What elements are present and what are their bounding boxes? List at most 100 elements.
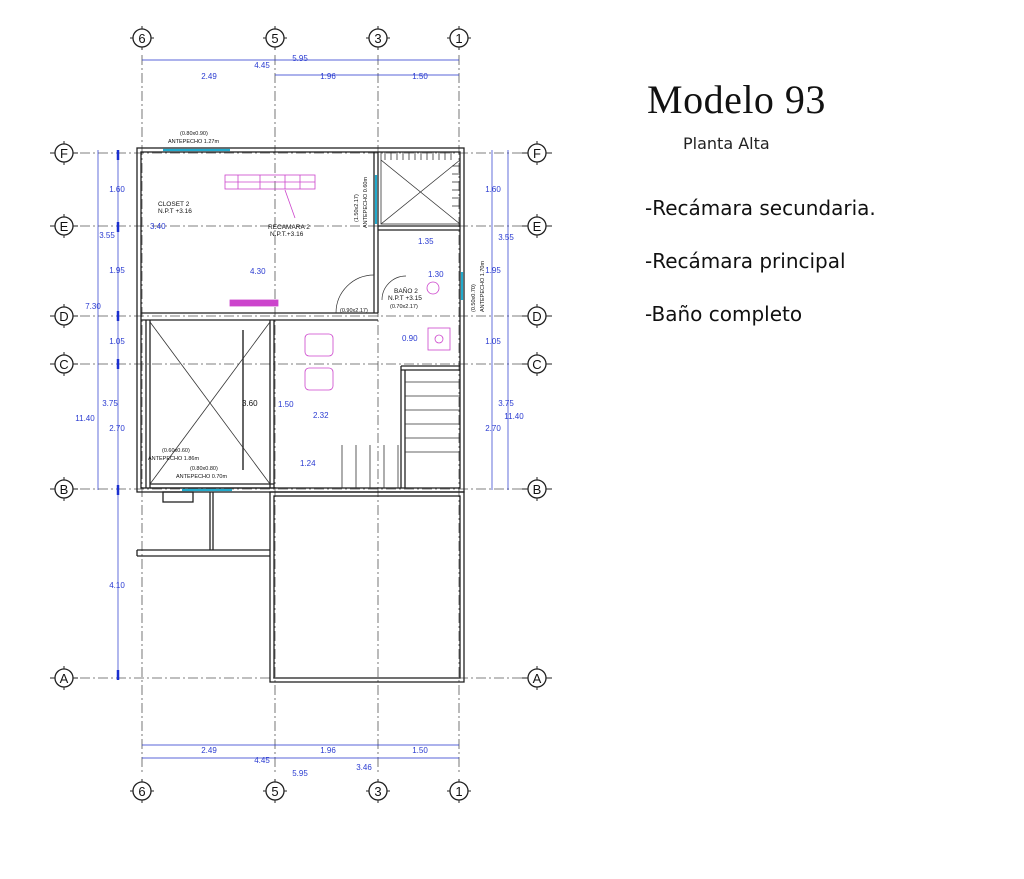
- axis-marker-B-right: B: [522, 477, 552, 501]
- recamara-npt: N.P.T.+3.16: [270, 231, 304, 238]
- right-dimension-labels: 1.60 3.55 1.95 1.05 3.75 11.40 2.70: [485, 185, 524, 433]
- annotations: (0.80x0.90) ANTEPECHO 1.27m (1.50x2.17) …: [148, 131, 486, 480]
- dim-bottom-4-45: 4.45: [254, 756, 270, 765]
- axis-marker-3-bottom: 3: [366, 779, 390, 803]
- axis-marker-5-bottom: 5: [263, 779, 287, 803]
- dim-left-11-40: 11.40: [75, 414, 95, 423]
- dim-left-1-05: 1.05: [109, 337, 125, 346]
- axis-marker-D-left: D: [50, 304, 78, 328]
- svg-text:F: F: [60, 146, 68, 161]
- axis-marker-5-top: 5: [263, 26, 287, 50]
- window-right-sill: ANTEPECHO 1.70m: [480, 261, 486, 312]
- recamara-name: RECAMARA 2: [268, 224, 310, 231]
- svg-text:5: 5: [271, 31, 278, 46]
- inner-dim-3-60: 3.60: [242, 399, 258, 408]
- svg-text:6: 6: [138, 784, 145, 799]
- svg-text:1: 1: [455, 31, 462, 46]
- stairs: [341, 381, 460, 488]
- door-recamara-size: (0.90x2.17): [340, 308, 368, 314]
- svg-text:6: 6: [138, 31, 145, 46]
- inner-dim-0-90: 0.90: [402, 334, 418, 343]
- svg-text:D: D: [59, 309, 68, 324]
- dim-right-3-55: 3.55: [498, 233, 514, 242]
- axis-marker-C-left: C: [50, 352, 78, 376]
- inner-dim-1-50: 1.50: [278, 400, 294, 409]
- windows: [163, 148, 464, 492]
- svg-text:A: A: [60, 671, 69, 686]
- axis-marker-A-left: A: [50, 666, 78, 690]
- svg-text:3: 3: [374, 31, 381, 46]
- left-dimension-labels: 1.60 3.55 1.95 7.30 1.05 3.75 11.40 2.70…: [75, 185, 125, 590]
- inner-dimensions: 3.40 4.30 1.35 1.30 0.90 3.60 1.50 2.32 …: [150, 222, 444, 468]
- svg-text:C: C: [532, 357, 541, 372]
- dim-top-5-95: 5.95: [292, 54, 308, 63]
- inner-dim-4-30: 4.30: [250, 267, 266, 276]
- door-bano-size: (0.70x2.17): [390, 304, 418, 310]
- room-labels: CLOSET 2 N.P.T +3.16 RECAMARA 2 N.P.T.+3…: [158, 201, 422, 302]
- window-b2-size: (0.80x0.80): [190, 466, 218, 472]
- axis-marker-F-right: F: [522, 141, 552, 165]
- axis-marker-E-left: E: [50, 214, 78, 238]
- axis-marker-1-top: 1: [447, 26, 471, 50]
- dim-bottom-2-49: 2.49: [201, 746, 217, 755]
- row-markers-right: F E D C B A: [522, 141, 552, 690]
- dim-right-1-95: 1.95: [485, 266, 501, 275]
- bano-name: BAÑO 2: [394, 286, 418, 295]
- void-top-right: [380, 151, 461, 225]
- top-dimension-labels: 2.49 4.45 5.95 1.96 1.50: [201, 54, 428, 81]
- svg-text:A: A: [533, 671, 542, 686]
- page-title: Modelo 93: [647, 77, 826, 122]
- dim-left-2-70: 2.70: [109, 424, 125, 433]
- void-lower-left: [149, 321, 271, 485]
- row-markers-left: F E D C B A: [50, 141, 78, 690]
- inner-dim-1-24: 1.24: [300, 459, 316, 468]
- svg-text:B: B: [60, 482, 69, 497]
- axis-marker-A-right: A: [522, 666, 552, 690]
- dim-bottom-3-46: 3.46: [356, 763, 372, 772]
- dim-top-1-50: 1.50: [412, 72, 428, 81]
- axis-marker-E-right: E: [522, 214, 552, 238]
- axis-marker-3-top: 3: [366, 26, 390, 50]
- window-top-sill: ANTEPECHO 1.27m: [168, 139, 219, 145]
- dim-right-2-70: 2.70: [485, 424, 501, 433]
- axis-marker-D-right: D: [522, 304, 552, 328]
- door-vertical-sill: ANTEPECHO 0.60m: [363, 177, 369, 228]
- door-swings: [335, 274, 407, 314]
- window-b1-size: (0.60x0.60): [162, 448, 190, 454]
- column-markers-top: 6 5 3 1: [130, 26, 471, 50]
- dim-left-4-10: 4.10: [109, 581, 125, 590]
- dim-top-2-49: 2.49: [201, 72, 217, 81]
- bottom-dimension-labels: 2.49 4.45 5.95 1.96 1.50 3.46: [201, 746, 428, 778]
- inner-dim-1-30: 1.30: [428, 270, 444, 279]
- axis-marker-B-left: B: [50, 477, 78, 501]
- furniture: [224, 174, 451, 391]
- svg-text:D: D: [532, 309, 541, 324]
- dim-right-1-60: 1.60: [485, 185, 501, 194]
- column-axis-lines: [141, 55, 460, 775]
- column-markers-bottom: 6 5 3 1: [130, 779, 471, 803]
- svg-text:C: C: [59, 357, 68, 372]
- dim-right-3-75: 3.75: [498, 399, 514, 408]
- svg-text:3: 3: [374, 784, 381, 799]
- feature-item: -Recámara secundaria.: [645, 196, 876, 220]
- dim-left-1-60: 1.60: [109, 185, 125, 194]
- dimension-lines: [97, 59, 509, 759]
- window-b1-sill: ANTEPECHO 1.86m: [148, 456, 199, 462]
- axis-marker-6-bottom: 6: [130, 779, 154, 803]
- page-subtitle: Planta Alta: [683, 134, 770, 153]
- dim-bottom-1-50: 1.50: [412, 746, 428, 755]
- window-right-size: (0.50x0.70): [471, 284, 477, 312]
- walls: [136, 147, 465, 683]
- feature-item: -Recámara principal: [645, 249, 846, 273]
- svg-text:E: E: [533, 219, 542, 234]
- axis-marker-C-right: C: [522, 352, 552, 376]
- closet-name: CLOSET 2: [158, 201, 190, 208]
- dim-left-7-30: 7.30: [85, 302, 101, 311]
- svg-text:5: 5: [271, 784, 278, 799]
- dim-top-4-45: 4.45: [254, 61, 270, 70]
- dim-left-3-55: 3.55: [99, 231, 115, 240]
- feature-item: -Baño completo: [645, 302, 803, 326]
- window-b2-sill: ANTEPECHO 0.70m: [176, 474, 227, 480]
- svg-text:E: E: [60, 219, 69, 234]
- axis-marker-F-left: F: [50, 141, 78, 165]
